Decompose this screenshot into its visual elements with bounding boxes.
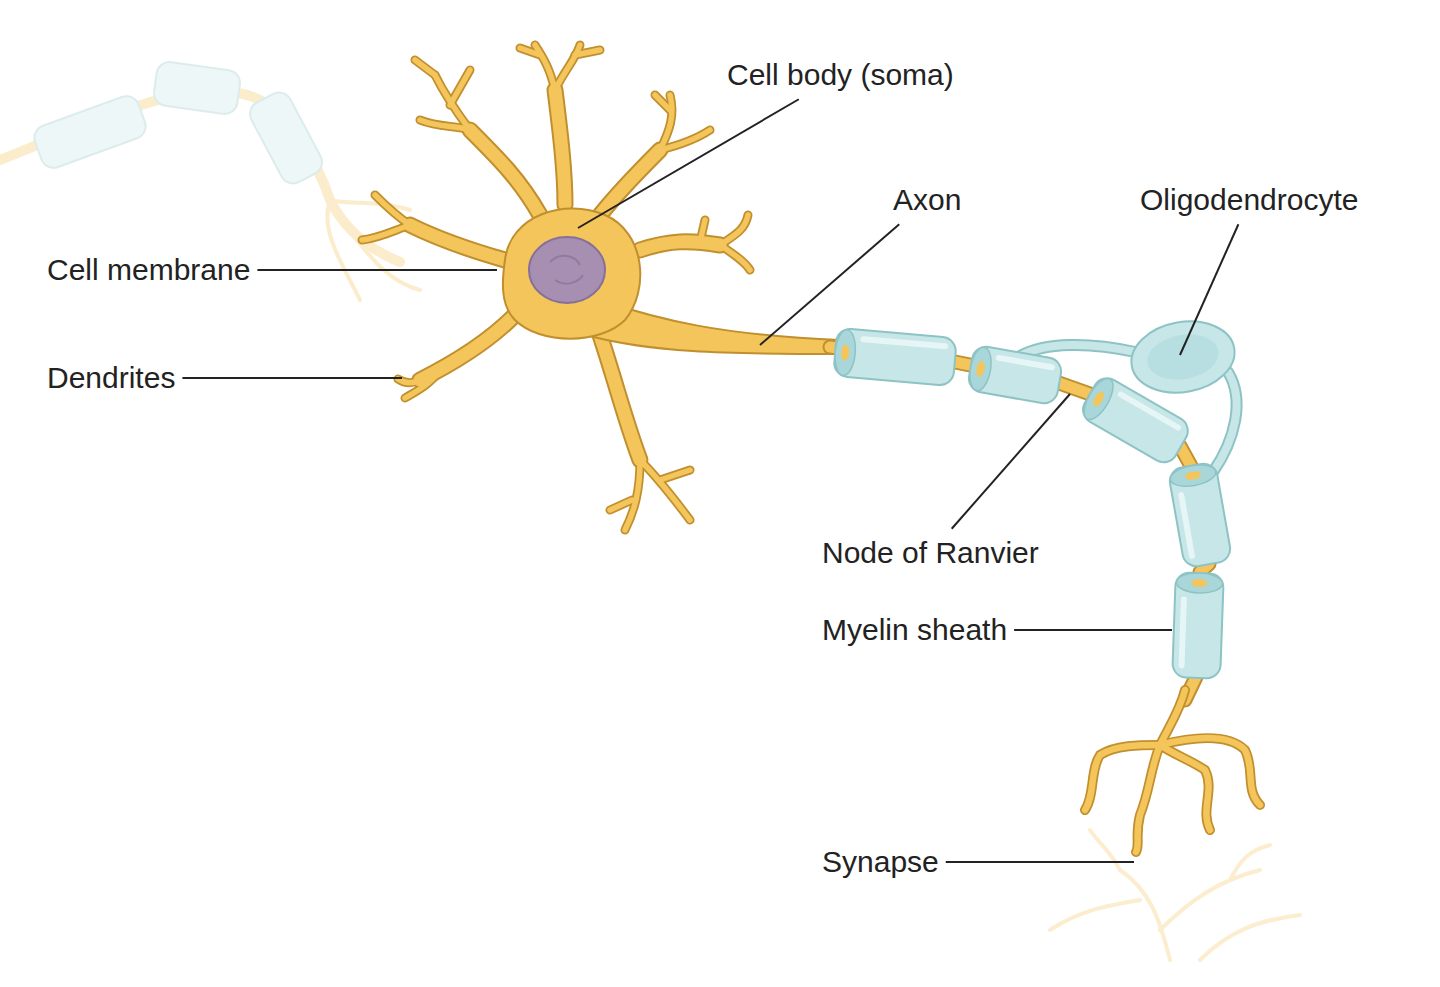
leader-lines xyxy=(182,99,1238,862)
oligodendrocyte xyxy=(1126,314,1241,401)
leader-line xyxy=(182,377,402,379)
leader-line xyxy=(578,99,799,228)
part-label: Synapse xyxy=(822,845,939,880)
neighbour-axon xyxy=(0,60,420,300)
dendrites xyxy=(362,45,750,530)
leader-line xyxy=(257,269,497,271)
neighbour-dendrites xyxy=(1050,830,1300,960)
leader-line xyxy=(952,394,1070,529)
leader-line xyxy=(946,861,1134,863)
part-label: Cell membrane xyxy=(47,253,250,288)
part-label: Cell body (soma) xyxy=(727,58,954,93)
part-label: Axon xyxy=(893,183,961,218)
leader-line xyxy=(1014,629,1172,631)
part-label: Dendrites xyxy=(47,361,175,396)
part-label: Node of Ranvier xyxy=(822,536,1039,571)
axon-terminal xyxy=(1085,690,1260,852)
part-label: Oligodendrocyte xyxy=(1140,183,1358,218)
leader-line xyxy=(760,224,899,345)
cell-body xyxy=(503,209,640,339)
leader-line xyxy=(1180,224,1238,355)
part-label: Myelin sheath xyxy=(822,613,1007,648)
axon xyxy=(590,300,1209,700)
